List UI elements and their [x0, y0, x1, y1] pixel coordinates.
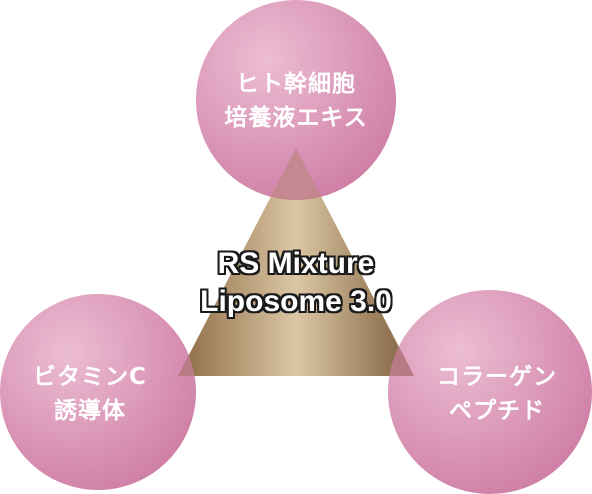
- circle-left: [0, 294, 196, 490]
- center-title: RS Mixture Liposome 3.0: [146, 245, 446, 321]
- node-left-line1: ビタミンC: [33, 364, 147, 390]
- node-top-label: ヒト幹細胞 培養液エキス: [196, 67, 396, 135]
- node-right-line2: ペプチド: [449, 398, 545, 424]
- circle-right: [388, 290, 592, 494]
- circle-top: [196, 0, 396, 200]
- node-top-line2: 培養液エキス: [224, 105, 368, 131]
- node-right-label: コラーゲン ペプチド: [402, 360, 592, 428]
- node-left-label: ビタミンC 誘導体: [0, 360, 180, 428]
- node-left-line2: 誘導体: [54, 398, 126, 424]
- center-title-line1: RS Mixture: [217, 247, 375, 280]
- node-top-line1: ヒト幹細胞: [236, 71, 356, 97]
- center-triangle: [178, 148, 414, 376]
- node-right-line1: コラーゲン: [437, 364, 557, 390]
- center-title-line2: Liposome 3.0: [200, 285, 392, 318]
